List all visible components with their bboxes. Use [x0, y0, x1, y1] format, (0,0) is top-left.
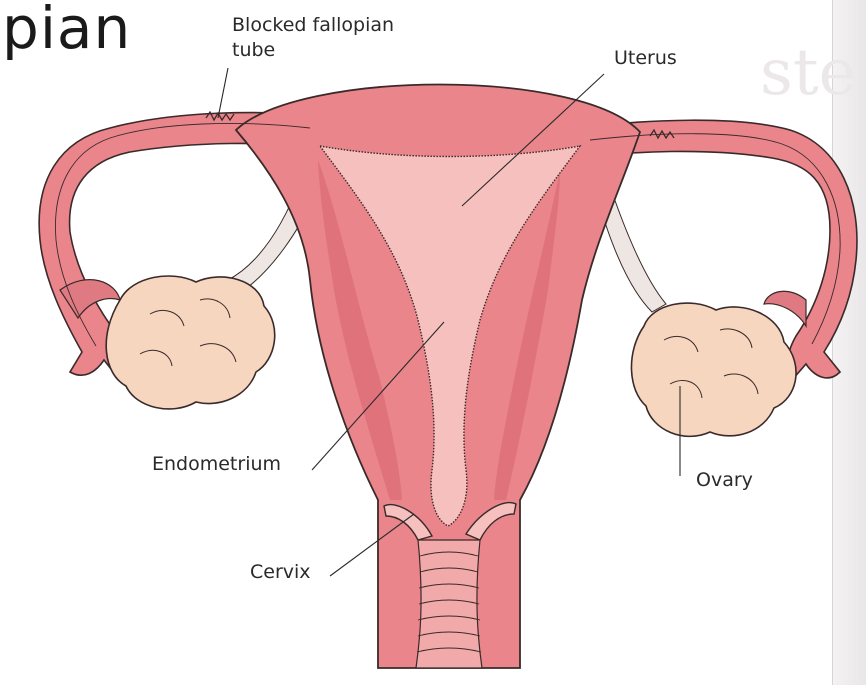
- label-cervix: Cervix: [250, 561, 311, 583]
- label-endometrium: Endometrium: [152, 453, 281, 475]
- label-ovary: Ovary: [696, 469, 753, 491]
- left-ovary: [106, 276, 275, 409]
- blocked-tube-leader: [218, 68, 228, 118]
- right-ovary: [631, 303, 796, 436]
- label-uterus: Uterus: [614, 47, 677, 69]
- cervical-canal: [416, 540, 482, 668]
- label-blocked-fallopian-tube-line2: tube: [232, 39, 275, 61]
- label-blocked-fallopian-tube-line1: Blocked fallopian: [232, 14, 394, 36]
